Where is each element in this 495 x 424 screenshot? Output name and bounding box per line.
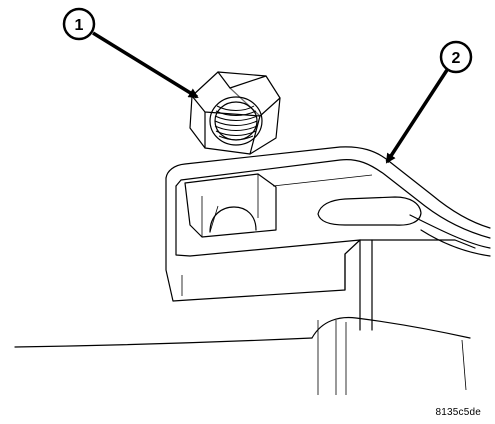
callout-1-leader-arrow bbox=[92, 31, 199, 99]
bracket-housing bbox=[165, 146, 491, 331]
hex-nut bbox=[189, 71, 281, 155]
callout-2-label: 2 bbox=[452, 50, 461, 67]
callout-2: 2 bbox=[385, 40, 473, 164]
callout-2-leader-arrow bbox=[385, 69, 449, 164]
callout-1-label: 1 bbox=[75, 17, 84, 34]
callout-1: 1 bbox=[62, 7, 199, 99]
figure-reference-code: 8135c5de bbox=[435, 407, 481, 418]
base-surface bbox=[14, 316, 471, 395]
